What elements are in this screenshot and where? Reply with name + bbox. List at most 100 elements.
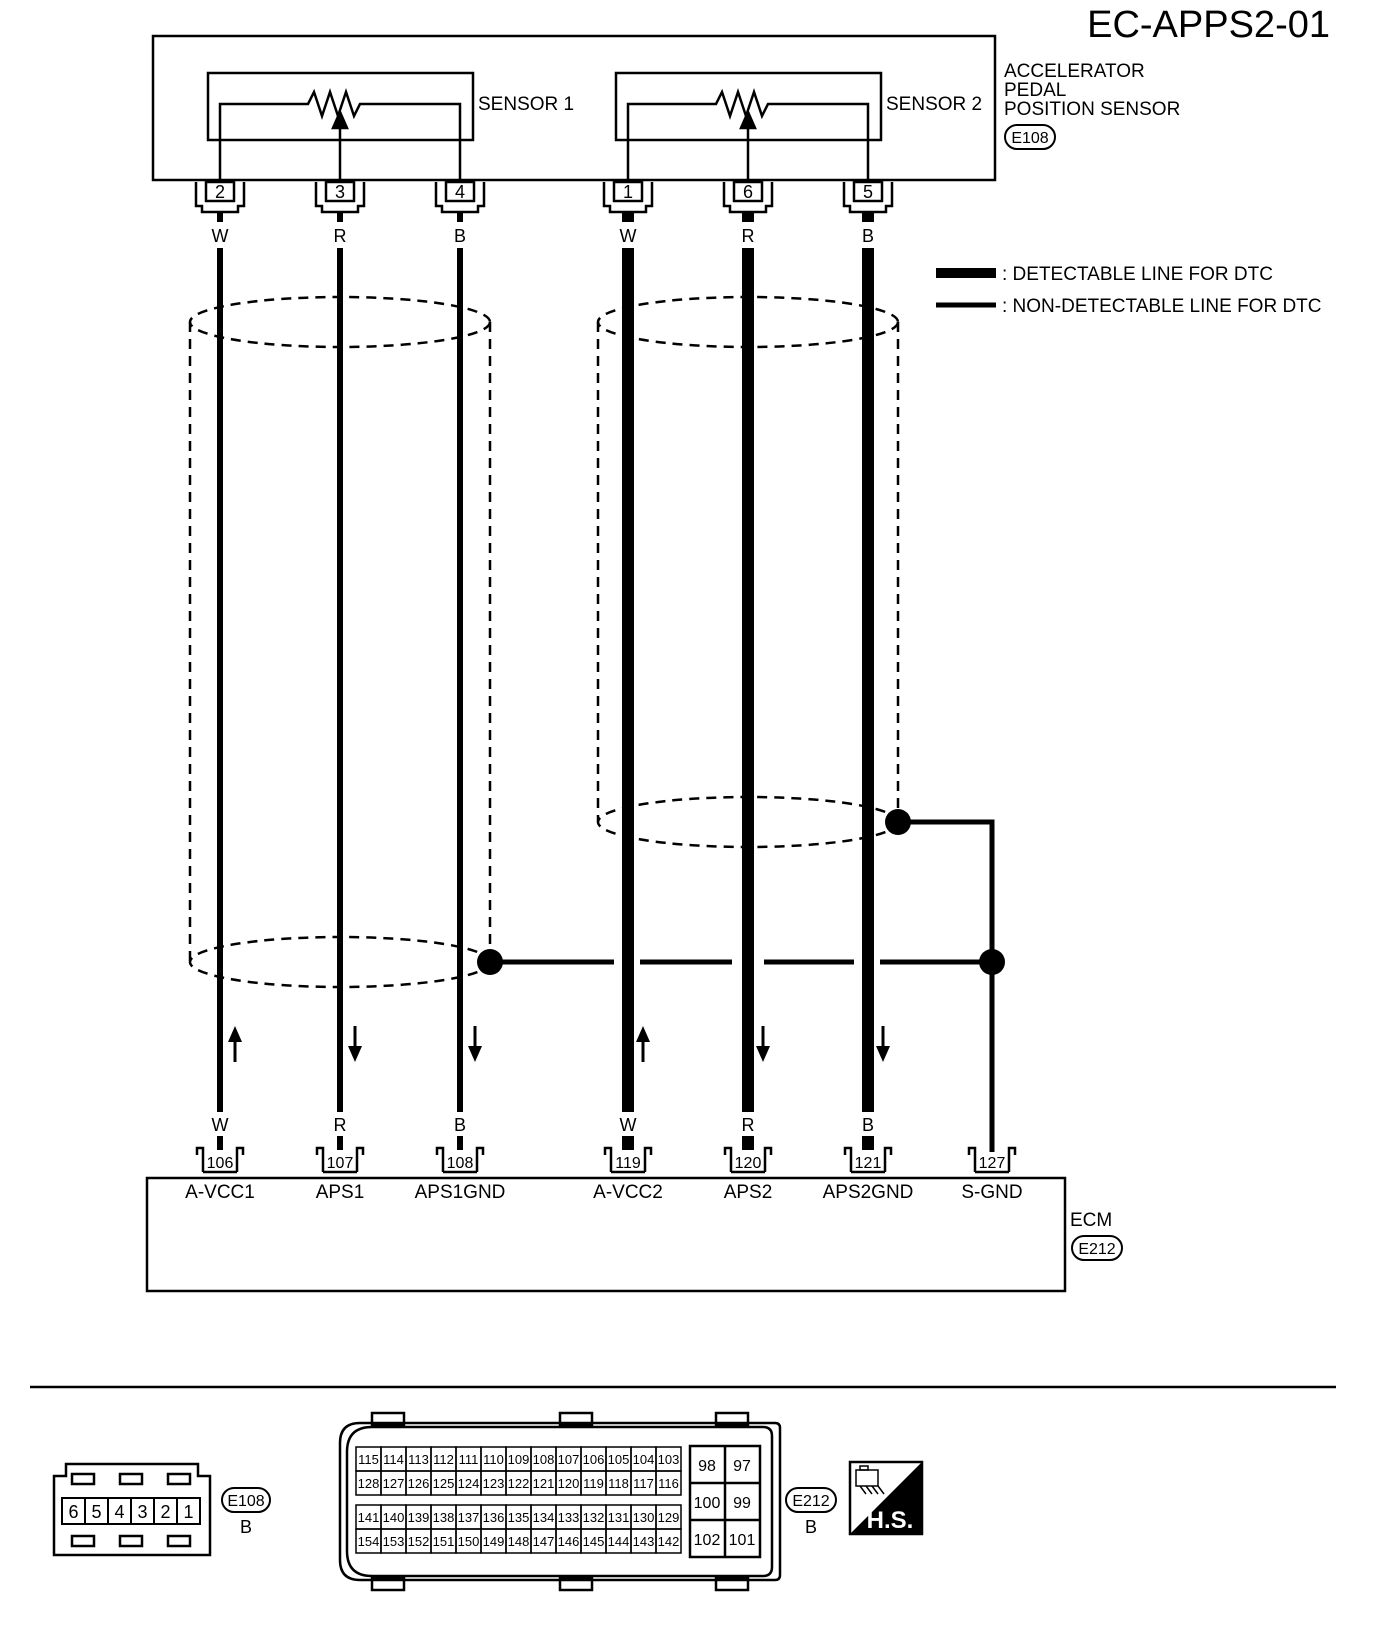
ecm-pin-127 bbox=[967, 1146, 1017, 1174]
wire-color-bottom: B bbox=[862, 1115, 874, 1135]
e212-pin-number: 132 bbox=[583, 1510, 605, 1525]
ecm-signal-name: APS2GND bbox=[823, 1182, 914, 1203]
e212-pin-number: 107 bbox=[558, 1452, 580, 1467]
e212-pin-number: 117 bbox=[633, 1476, 654, 1491]
ecm-signal-sgnd: S-GND bbox=[961, 1182, 1022, 1203]
hs-label: H.S. bbox=[867, 1507, 914, 1534]
e212-pin-number: 131 bbox=[608, 1510, 630, 1525]
e212-pin-number: 143 bbox=[633, 1534, 655, 1549]
e212-pin-number: 152 bbox=[408, 1534, 430, 1549]
e212-pin-number: 151 bbox=[433, 1534, 455, 1549]
e212-pin-number: 146 bbox=[558, 1534, 580, 1549]
e108-pin-number: 1 bbox=[183, 1502, 193, 1522]
ecm-connector-id: E212 bbox=[1078, 1241, 1115, 1258]
wire-color-bottom: R bbox=[334, 1115, 347, 1135]
ecm-signal-name: APS2 bbox=[724, 1182, 773, 1203]
e212-pin-number: 134 bbox=[533, 1510, 555, 1525]
e212-pin-number: 142 bbox=[658, 1534, 680, 1549]
e212-pin-number: 139 bbox=[408, 1510, 430, 1525]
ground-bus-splice bbox=[979, 949, 1005, 975]
wire-color-top: B bbox=[862, 226, 874, 246]
arrow-down-icon bbox=[756, 1026, 770, 1062]
e212-pin-number: 118 bbox=[608, 1476, 629, 1491]
e212-pin-number: 110 bbox=[483, 1452, 504, 1467]
e212-pin-number: 124 bbox=[458, 1476, 480, 1491]
wire-color-top: R bbox=[334, 226, 347, 246]
e212-pin-number: 148 bbox=[508, 1534, 530, 1549]
e108-pin-number: 4 bbox=[114, 1502, 124, 1522]
wire-color-top: B bbox=[454, 226, 466, 246]
sensor-1-label: SENSOR 1 bbox=[478, 94, 574, 115]
e212-pin-number: 136 bbox=[483, 1510, 505, 1525]
e212-pin-number: 121 bbox=[533, 1476, 555, 1491]
ecm-pin-number: 106 bbox=[207, 1155, 234, 1172]
e212-pin-number: 113 bbox=[408, 1452, 429, 1467]
arrow-up-icon bbox=[228, 1026, 242, 1062]
e108-pin-cell bbox=[176, 1497, 201, 1525]
e212-pin-number: 108 bbox=[533, 1452, 555, 1467]
e212-pin-number: 141 bbox=[358, 1510, 380, 1525]
legend-detectable-text: : DETECTABLE LINE FOR DTC bbox=[1002, 264, 1273, 285]
arrow-up-icon bbox=[636, 1026, 650, 1062]
ecm-signal-name: A-VCC1 bbox=[185, 1182, 255, 1203]
sensor-name-line-1: ACCELERATOR bbox=[1004, 61, 1145, 82]
sensor-name-line-2: PEDAL bbox=[1004, 80, 1066, 101]
ecm-signal-name: A-VCC2 bbox=[593, 1182, 663, 1203]
e212-pin-number: 130 bbox=[633, 1510, 655, 1525]
e212-pin-number: 116 bbox=[658, 1476, 679, 1491]
e108-badge-id: E108 bbox=[227, 1493, 264, 1510]
ecm-pin-number: 119 bbox=[615, 1155, 641, 1172]
e212-side-pin-number: 99 bbox=[733, 1495, 751, 1512]
sensor-pin-number: 5 bbox=[863, 182, 873, 202]
sensor-connector-id: E108 bbox=[1011, 130, 1048, 147]
e212-pin-number: 137 bbox=[458, 1510, 480, 1525]
wire-color-top: R bbox=[742, 226, 755, 246]
sensor-2 bbox=[614, 71, 883, 182]
wire-color-bottom: W bbox=[212, 1115, 229, 1135]
e212-pin-number: 145 bbox=[583, 1534, 605, 1549]
e108-connector-view bbox=[52, 1462, 212, 1557]
ecm-pin-127-number: 127 bbox=[979, 1155, 1006, 1172]
wire-color-top: W bbox=[620, 226, 637, 246]
diagram-title: EC-APPS2-01 bbox=[1087, 4, 1330, 46]
e108-pin-number: 2 bbox=[160, 1502, 170, 1522]
e108-badge bbox=[221, 1487, 271, 1513]
e212-side-pin-number: 102 bbox=[694, 1532, 721, 1549]
wire-color-bottom: R bbox=[742, 1115, 755, 1135]
e212-pin-cell bbox=[655, 1528, 682, 1554]
shield-drain-bus bbox=[490, 819, 995, 1152]
sensor-pin-number: 1 bbox=[623, 182, 633, 202]
sensor-box bbox=[151, 34, 997, 182]
arrow-down-icon bbox=[468, 1026, 482, 1062]
e212-side-pin-number: 101 bbox=[729, 1532, 756, 1549]
e212-pin-number: 129 bbox=[658, 1510, 680, 1525]
sensor-1 bbox=[206, 71, 475, 182]
e212-pin-number: 144 bbox=[608, 1534, 630, 1549]
e212-pin-number: 150 bbox=[458, 1534, 480, 1549]
e212-pin-number: 138 bbox=[433, 1510, 455, 1525]
e212-pin-number: 135 bbox=[508, 1510, 530, 1525]
e212-color: B bbox=[805, 1517, 817, 1537]
e212-pin-number: 105 bbox=[608, 1452, 630, 1467]
e212-side-pin-number: 98 bbox=[698, 1458, 716, 1475]
e108-pin-number: 5 bbox=[91, 1502, 101, 1522]
connector-icon bbox=[855, 1465, 885, 1495]
e212-pin-number: 115 bbox=[358, 1452, 379, 1467]
ecm-pin-number: 121 bbox=[855, 1155, 882, 1172]
e212-pin-number: 120 bbox=[558, 1476, 580, 1491]
ecm-box bbox=[145, 1176, 1067, 1293]
ecm-pin-terminal bbox=[603, 1146, 653, 1174]
ecm-pin-terminal bbox=[315, 1146, 365, 1174]
e212-pin-number: 125 bbox=[433, 1476, 455, 1491]
ecm-pin-terminal bbox=[435, 1146, 485, 1174]
e212-connector-view bbox=[338, 1411, 782, 1592]
e212-pin-number: 126 bbox=[408, 1476, 430, 1491]
e212-pin-number: 133 bbox=[558, 1510, 580, 1525]
